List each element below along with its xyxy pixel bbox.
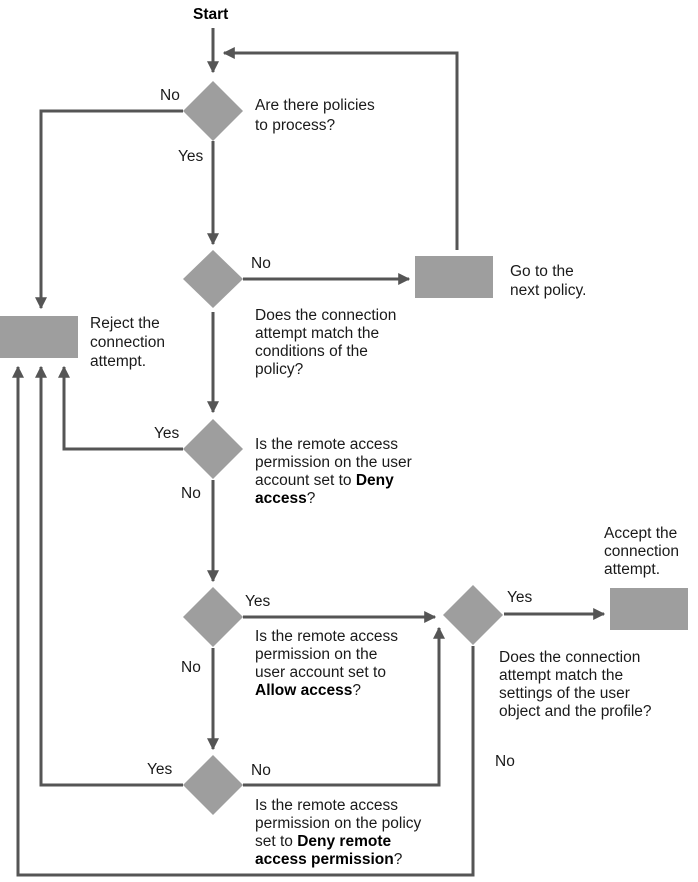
branch-labels: No Yes No Yes No Yes No Yes No Yes No xyxy=(147,87,533,779)
label-yes-policies: Yes xyxy=(178,148,204,165)
decision-match-settings-diamond xyxy=(443,585,503,645)
label-no-policies: No xyxy=(160,87,180,104)
edge-next-policy-loop xyxy=(222,47,459,250)
label-no-allow: No xyxy=(181,659,201,676)
edge-policies-no-to-reject xyxy=(35,109,183,310)
label-yes-deny: Yes xyxy=(154,425,180,442)
action-next-policy-text: Go to the next policy. xyxy=(510,263,586,299)
connectors xyxy=(12,28,606,877)
start-label: Start xyxy=(193,6,228,23)
label-no-settings: No xyxy=(495,753,515,770)
action-accept-box xyxy=(610,588,688,630)
edge-deny-yes-to-reject xyxy=(58,365,183,451)
label-no-match: No xyxy=(251,255,271,272)
decision-deny-access-diamond xyxy=(183,419,243,479)
label-no-deny-remote: No xyxy=(251,762,271,779)
edge-deny-remote-no-to-settings xyxy=(243,626,445,787)
label-yes-deny-remote: Yes xyxy=(147,761,173,778)
decision-allow-access-text: Is the remote access permission on the u… xyxy=(255,628,402,699)
action-reject-text: Reject the connection attempt. xyxy=(90,315,169,370)
edge-deny-remote-yes-to-reject xyxy=(35,365,183,787)
action-next-policy-box xyxy=(415,256,493,298)
label-yes-allow: Yes xyxy=(245,593,271,610)
label-no-deny: No xyxy=(181,485,201,502)
label-yes-settings: Yes xyxy=(507,589,533,606)
action-reject-box xyxy=(0,316,78,358)
decision-match-settings-text: Does the connection attempt match the se… xyxy=(499,649,652,720)
action-accept-text: Accept the connection attempt. xyxy=(604,525,683,578)
decision-policies-diamond xyxy=(183,81,243,141)
decision-deny-access-text: Is the remote access permission on the u… xyxy=(255,436,416,507)
decision-match-conditions-text: Does the connection attempt match the co… xyxy=(255,307,401,378)
decision-deny-remote-diamond xyxy=(183,755,243,815)
decision-match-conditions-diamond xyxy=(183,250,243,308)
decision-policies-text: Are there policies to process? xyxy=(255,97,379,134)
decision-allow-access-diamond xyxy=(183,587,243,647)
edge-settings-no-to-reject xyxy=(12,365,475,877)
decision-deny-remote-text: Is the remote access permission on the p… xyxy=(255,797,426,868)
